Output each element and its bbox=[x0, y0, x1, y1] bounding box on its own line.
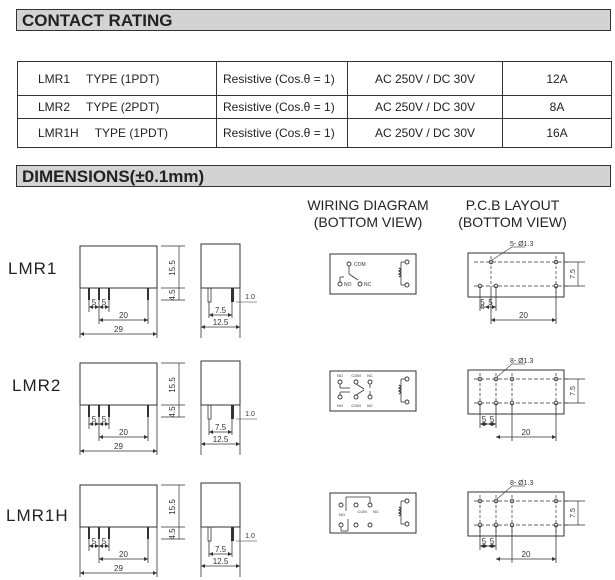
height-dim: 15.5 bbox=[168, 260, 177, 276]
wiring-diagram-title: WIRING DIAGRAM (BOTTOM VIEW) bbox=[307, 197, 429, 230]
width-dim: 12.5 bbox=[213, 318, 229, 327]
pcb-span-dim: 20 bbox=[522, 428, 531, 437]
pitch-dim: 5 bbox=[92, 298, 97, 307]
wiring-diagram: NO COM NC NO COM NC bbox=[329, 370, 417, 412]
voltage: AC 250V / DC 30V bbox=[347, 61, 503, 96]
no-label: NO bbox=[337, 403, 343, 408]
relay-front-view: 1.0 7.5 12.5 bbox=[200, 482, 257, 577]
model: LMR1 bbox=[38, 71, 71, 86]
wiring-diagram: COM NO NC bbox=[329, 253, 417, 295]
pin-length-dim: 4.5 bbox=[168, 528, 177, 540]
height-dim: 15.5 bbox=[168, 377, 177, 393]
com-label: COM bbox=[354, 262, 366, 268]
row-pitch-dim: 7.5 bbox=[215, 545, 227, 554]
model-label-lmr2: LMR2 bbox=[12, 376, 62, 395]
current: 12A bbox=[502, 61, 612, 96]
hole-spec: 5- Ø1.3 bbox=[510, 241, 533, 248]
row-pitch-dim: 7.5 bbox=[215, 423, 227, 432]
type: TYPE (1PDT) bbox=[86, 71, 160, 86]
pcb-row-dim: 7.5 bbox=[570, 386, 577, 396]
relay-front-view: 1.0 7.5 12.5 bbox=[200, 243, 257, 338]
pitch-dim: 5 bbox=[102, 415, 107, 424]
pcb-span-dim: 20 bbox=[522, 550, 531, 559]
pcb-row-dim: 7.5 bbox=[570, 269, 577, 279]
pin-width-dim: 1.0 bbox=[245, 533, 255, 540]
pcb-span-dim: 20 bbox=[519, 311, 528, 320]
row-pitch-dim: 7.5 bbox=[215, 306, 227, 315]
model: LMR2 bbox=[38, 100, 71, 114]
nc-label: NC bbox=[367, 373, 373, 378]
span-dim: 20 bbox=[119, 428, 128, 437]
pcb-pitch-dim: 5 bbox=[480, 298, 485, 307]
pcb-layout-title: P.C.B LAYOUT (BOTTOM VIEW) bbox=[458, 197, 567, 230]
type: TYPE (2PDT) bbox=[86, 100, 160, 114]
hole-spec: 8- Ø1.3 bbox=[510, 358, 533, 365]
pitch-dim: 5 bbox=[92, 415, 97, 424]
pcb-pitch-dim: 5 bbox=[482, 415, 487, 424]
model-label-lmr1: LMR1 bbox=[8, 259, 58, 278]
height-dim: 15.5 bbox=[168, 499, 177, 515]
nc-label: NC bbox=[367, 403, 373, 408]
load: Resistive (Cos.θ = 1) bbox=[216, 61, 348, 96]
model: LMR1H bbox=[38, 126, 79, 140]
span-dim: 20 bbox=[119, 550, 128, 559]
load: Resistive (Cos.θ = 1) bbox=[216, 118, 348, 148]
span-dim: 20 bbox=[119, 311, 128, 320]
com-label: COM bbox=[357, 509, 366, 514]
pitch-dim: 5 bbox=[102, 537, 107, 546]
pcb-row-dim: 7.5 bbox=[570, 508, 577, 518]
voltage: AC 250V / DC 30V bbox=[347, 118, 503, 148]
width-dim: 12.5 bbox=[213, 557, 229, 566]
no-label: NO bbox=[339, 512, 345, 517]
length-dim: 29 bbox=[114, 442, 123, 451]
pitch-dim: 5 bbox=[102, 298, 107, 307]
pcb-pitch-dim: 5 bbox=[488, 298, 493, 307]
pcb-pitch-dim: 5 bbox=[490, 537, 495, 546]
pin-width-dim: 1.0 bbox=[245, 294, 255, 301]
table-row: LMR1H TYPE (1PDT) Resistive (Cos.θ = 1) A… bbox=[17, 118, 612, 148]
com-label: COM bbox=[351, 403, 360, 408]
pcb-pitch-dim: 5 bbox=[482, 537, 487, 546]
wiring-diagram: NO COM NC bbox=[329, 492, 417, 534]
current: 16A bbox=[502, 118, 612, 148]
contact-rating-heading: CONTACT RATING bbox=[16, 9, 611, 31]
model-label-lmr1h: LMR1H bbox=[6, 506, 69, 525]
pin-length-dim: 4.5 bbox=[168, 289, 177, 301]
nc-label: NC bbox=[364, 282, 372, 288]
length-dim: 29 bbox=[114, 564, 123, 573]
dimensions-heading: DIMENSIONS(±0.1mm) bbox=[16, 165, 611, 187]
no-label: NO bbox=[344, 282, 352, 288]
pin-length-dim: 4.5 bbox=[168, 406, 177, 418]
table-row: LMR1 TYPE (1PDT) Resistive (Cos.θ = 1) AC… bbox=[17, 61, 612, 96]
width-dim: 12.5 bbox=[213, 435, 229, 444]
length-dim: 29 bbox=[114, 325, 123, 334]
pin-width-dim: 1.0 bbox=[245, 411, 255, 418]
hole-spec: 8- Ø1.3 bbox=[510, 480, 533, 487]
no-label: NO bbox=[337, 373, 343, 378]
nc-label: NC bbox=[373, 509, 379, 514]
pcb-pitch-dim: 5 bbox=[490, 415, 495, 424]
current: 8A bbox=[502, 95, 612, 119]
type: TYPE (1PDT) bbox=[94, 126, 169, 140]
com-label: COM bbox=[351, 373, 360, 378]
relay-front-view: 1.0 7.5 12.5 bbox=[200, 360, 257, 455]
pitch-dim: 5 bbox=[92, 537, 97, 546]
